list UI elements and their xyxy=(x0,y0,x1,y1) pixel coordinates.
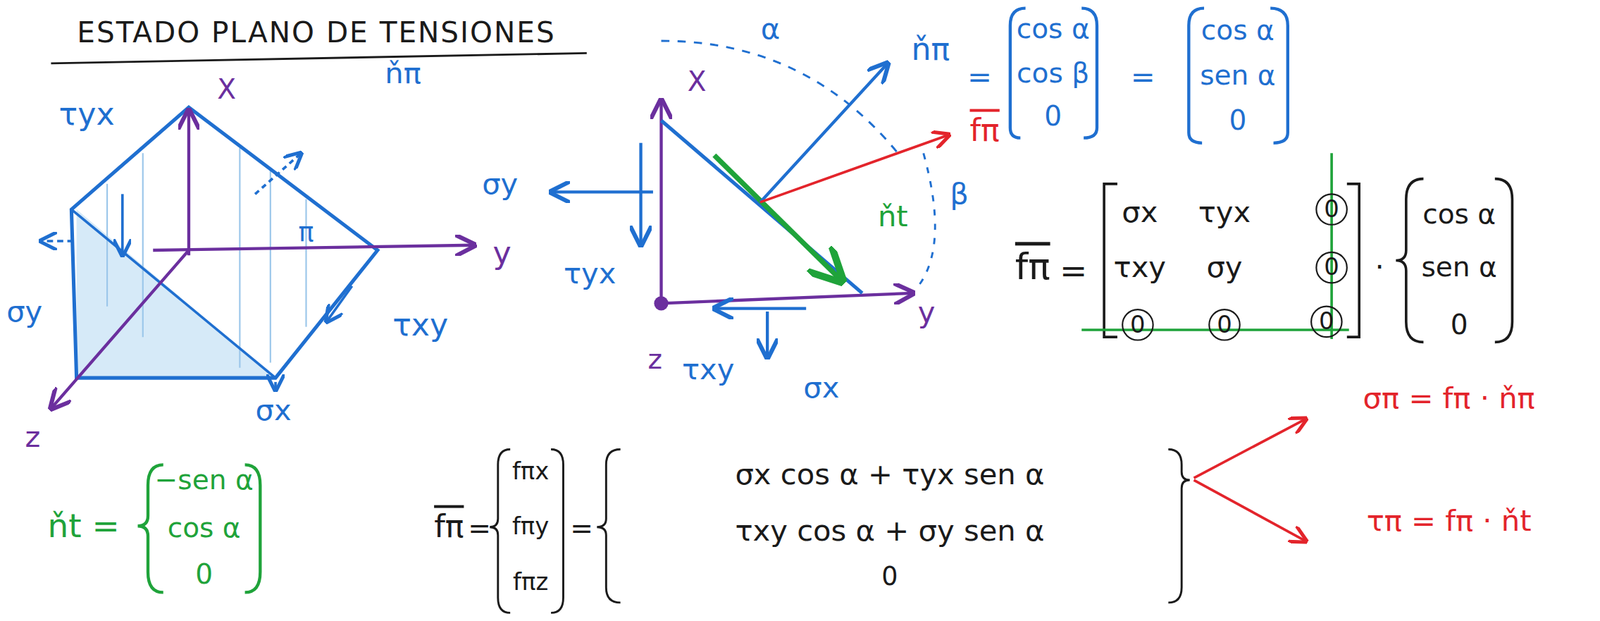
matrix-bracket xyxy=(1104,178,1512,343)
stress-symbol: τyx xyxy=(562,257,618,290)
matrix-entry: τxy xyxy=(1112,251,1168,284)
stress-symbol: σy xyxy=(4,295,44,328)
matrix-entry: σy xyxy=(1204,251,1244,284)
vector-component: cos α xyxy=(1015,13,1092,44)
axis-name: z xyxy=(23,420,42,454)
vector-component: cos α xyxy=(166,512,243,543)
axis-name: z xyxy=(646,343,665,375)
wedge-outline xyxy=(71,107,378,378)
vector-component: 0 xyxy=(1227,104,1248,136)
vector-component: fπx xyxy=(510,457,551,485)
vector-component: sen α xyxy=(1419,252,1498,283)
expression: 0 xyxy=(879,562,899,591)
matrix-entry: 0 xyxy=(1317,308,1336,335)
stress-symbol: τxy xyxy=(391,307,450,342)
equals-sign: = xyxy=(568,513,595,544)
angle-arc xyxy=(661,40,899,153)
angle-symbol: α xyxy=(759,12,783,46)
hatch xyxy=(107,147,306,368)
tangent-vector xyxy=(714,154,842,281)
vector-symbol: ňπ xyxy=(383,57,423,90)
angle-arc xyxy=(918,152,936,286)
vector-component: 0 xyxy=(1042,101,1064,132)
title: ESTADO PLANO DE TENSIONES xyxy=(75,16,557,49)
z-axis-dot xyxy=(653,295,668,310)
axis-name: X xyxy=(686,66,709,97)
expression: τxy cos α + σy sen α xyxy=(733,514,1046,547)
vector-symbol: fπ xyxy=(432,509,465,544)
brace xyxy=(489,449,1190,613)
wedge-edge xyxy=(71,209,276,378)
matrix-entry: 0 xyxy=(1215,311,1234,338)
axis-name: y xyxy=(491,236,513,271)
vector-symbol: fπ xyxy=(968,113,1002,148)
inclined-plane xyxy=(661,120,863,294)
result-arrows xyxy=(1194,418,1307,542)
vector-symbol: ňt xyxy=(876,200,910,233)
equals-sign: = xyxy=(466,513,493,544)
stress-arrows xyxy=(550,143,806,358)
stress-arrows xyxy=(40,152,353,390)
vector-component: cos α xyxy=(1421,199,1498,230)
vector-component: −sen α xyxy=(153,464,256,495)
vector-symbol: fπ xyxy=(1013,247,1052,288)
vector-component: 0 xyxy=(193,559,215,590)
expression: σx cos α + τyx sen α xyxy=(733,458,1046,492)
stress-symbol: τxy xyxy=(680,352,736,386)
brace xyxy=(1010,8,1288,144)
equation: σπ = fπ · ňπ xyxy=(1361,381,1537,415)
equals-sign: = xyxy=(1129,60,1157,93)
vector-component: 0 xyxy=(1449,309,1470,340)
vector-component: fπy xyxy=(510,513,551,540)
normal-vector xyxy=(760,63,888,203)
axis-name: X xyxy=(215,74,238,105)
equals-sign: = xyxy=(965,60,994,93)
stress-symbol: τyx xyxy=(57,97,117,132)
vector-symbol: ňt = xyxy=(46,507,122,544)
vector-symbol: ňπ xyxy=(910,31,952,67)
vector-component: cos β xyxy=(1015,58,1091,89)
stress-vector xyxy=(760,134,950,203)
stress-symbol: σx xyxy=(254,393,294,427)
stress-symbol: σy xyxy=(480,167,520,201)
matrix-entry: 0 xyxy=(1322,254,1341,281)
product-dot: · xyxy=(1373,251,1386,284)
vector-component: cos α xyxy=(1199,15,1276,46)
equals-sign: = xyxy=(1058,252,1089,289)
angle-symbol: β xyxy=(948,177,971,210)
matrix-entry: σx xyxy=(1120,195,1159,229)
axes xyxy=(50,109,475,408)
matrix-entry: τyx xyxy=(1197,195,1252,229)
vector-component: fπz xyxy=(511,568,550,595)
underline xyxy=(50,52,587,63)
equation: τπ = fπ · ňt xyxy=(1365,504,1534,537)
stress-symbol: σx xyxy=(801,371,841,404)
vector-component: sen α xyxy=(1198,60,1277,91)
plane-name: π xyxy=(297,218,316,247)
matrix-entry: 0 xyxy=(1322,195,1341,222)
axes xyxy=(661,100,914,303)
zero-marks xyxy=(1081,152,1349,339)
axis-name: y xyxy=(916,295,938,329)
matrix-entry: 0 xyxy=(1128,311,1147,338)
